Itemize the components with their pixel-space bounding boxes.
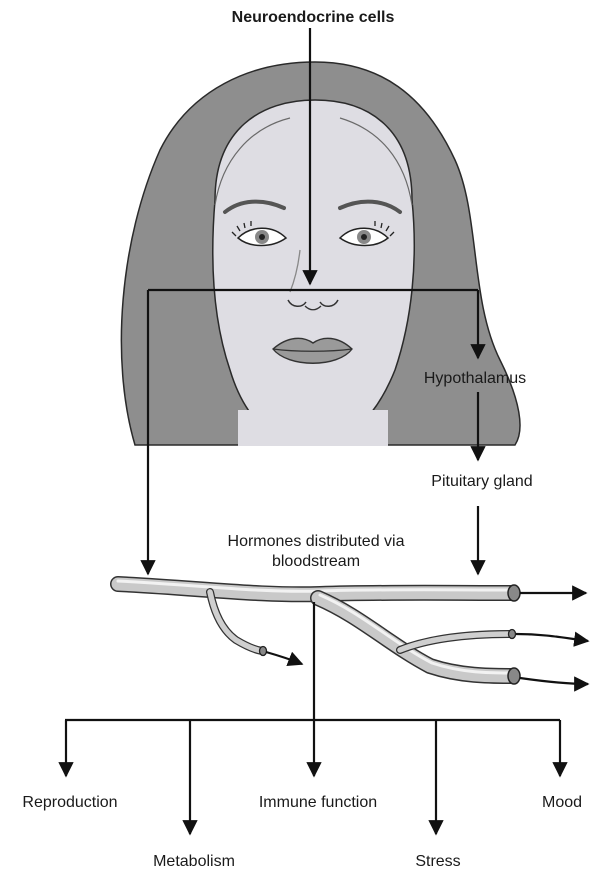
blood-vessel	[118, 581, 520, 684]
arrow-flow-middle	[516, 634, 588, 641]
outcome-reproduction: Reproduction	[22, 794, 117, 811]
hormones-label-line1: Hormones distributed via	[228, 533, 405, 550]
arrow-flow-bottom	[520, 678, 588, 684]
outcome-metabolism: Metabolism	[153, 853, 235, 870]
outcome-stress: Stress	[415, 853, 460, 870]
diagram-title: Neuroendocrine cells	[232, 9, 395, 26]
arrow-flow-small	[266, 652, 302, 664]
pituitary-label: Pituitary gland	[431, 473, 532, 490]
hormones-label-line2: bloodstream	[272, 553, 360, 570]
face-shape	[213, 100, 414, 445]
neck-shape	[238, 410, 388, 446]
outcome-mood: Mood	[542, 794, 582, 811]
outcome-immune-function: Immune function	[259, 794, 377, 811]
face-illustration	[121, 62, 520, 446]
hypothalamus-label: Hypothalamus	[424, 370, 526, 387]
